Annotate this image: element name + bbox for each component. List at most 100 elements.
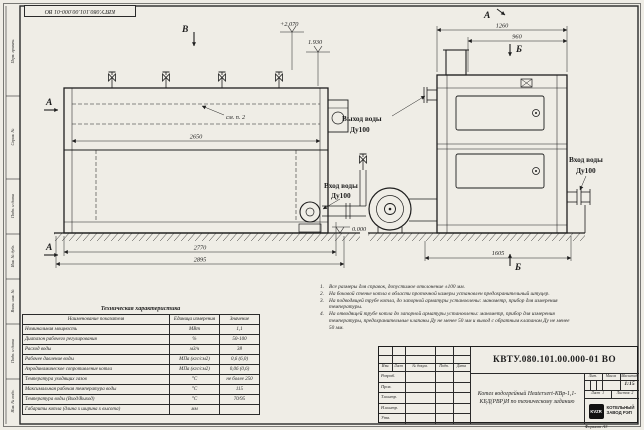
dims-left-view (44, 25, 350, 268)
view-mark-a: А (483, 11, 490, 21)
safety-valve-icon (275, 71, 283, 89)
water-inlet-dn-right: Ду100 (576, 166, 596, 175)
margin-stamps: Перв. примен. Справ. № Подп. и дата Инв.… (10, 39, 15, 414)
tech-row: Диапазон рабочего регулирования%50-100 (22, 334, 260, 345)
tech-cell: м3/ч (169, 344, 220, 355)
stamp-vzam-inv: Взам. инв. № (10, 289, 15, 312)
tb-doc-number: КВТУ.080.101.00.000-01 ВО (493, 355, 616, 365)
ground-left (54, 232, 360, 241)
tech-cell: Диапазон рабочего регулирования (22, 334, 170, 345)
pump-icon (299, 201, 321, 223)
tech-header-value: Значение (219, 314, 260, 325)
tech-cell: 0,06 (0,6) (219, 364, 260, 375)
stamp-inv-dubl: Инв. № дубл. (10, 245, 15, 269)
top-doc-number-text: КВТУ.080.101.00.000-01 ВО (44, 8, 116, 14)
water-inlet-label-left: Вход воды (324, 181, 358, 190)
tech-cell: °С (169, 374, 220, 385)
note-number: 4. (320, 311, 324, 318)
section-mark-v: В (181, 25, 188, 35)
safety-valve-icon (108, 71, 116, 89)
water-inlet-dn-left: Ду100 (331, 191, 351, 200)
tb-col-izm: Изм. (381, 364, 390, 369)
note-item: 3.На подводящей трубе котла, до запорной… (320, 298, 572, 312)
tech-cell: 115 (219, 384, 260, 395)
note-text: На подводящей трубе котла, до запорной а… (329, 297, 558, 311)
tech-cell: °С (169, 394, 220, 405)
tb-row-tkontr: Т.контр. (381, 394, 397, 400)
tech-cell: Температура воды (Вход/Выход) (22, 394, 170, 405)
tech-cell: 1,1 (219, 324, 260, 335)
tech-cell: 50-100 (219, 334, 260, 345)
tb-sheets-label: Листов (616, 391, 630, 396)
water-inlet-label-right: Вход воды (569, 155, 603, 164)
tb-col-podp: Подп. (439, 364, 449, 369)
tech-cell: Габариты котла (длина х ширина х высота) (22, 404, 170, 415)
tb-sheets: Листов 2 (611, 390, 639, 398)
tb-row-utv: Утв. (381, 415, 391, 421)
see-note-ref: см. п. 2 (226, 114, 245, 121)
tech-cell: 38 (219, 344, 260, 355)
stamp-podp-data-1: Подп. и дата (10, 194, 15, 219)
note-number: 1. (320, 284, 324, 290)
tb-company-name: КОТЕЛЬНЫЙ ЗАВОД РЭП (606, 405, 635, 416)
stamp-sprav: Справ. № (10, 128, 15, 145)
tech-header-row: Наименование показателя Единица измерени… (22, 314, 260, 325)
dim-960: 960 (512, 34, 522, 41)
tech-cell: 70/95 (219, 394, 260, 405)
tech-header-name: Наименование показателя (22, 314, 170, 325)
tech-cell: Рабочее давление воды (22, 354, 170, 365)
top-corner-doc-number: КВТУ.080.101.00.000-01 ВО (24, 5, 136, 17)
notes-list: 1.Все размеры для справок, допустимое от… (320, 284, 572, 331)
tb-lit-label: Лит. (588, 373, 598, 378)
tb-row-nkontr: Н.контр. (381, 404, 398, 410)
tb-scale-label: Масштаб (621, 373, 638, 378)
note-item: 1.Все размеры для справок, допустимое от… (320, 284, 572, 291)
format-note: Формат А3 (584, 423, 608, 429)
stamp-perv-primen: Перв. примен. (10, 39, 15, 65)
tech-row: Габариты котла (длина х ширина х высота)… (22, 404, 260, 415)
tech-cell: Температура уходящих газов (22, 374, 170, 385)
title-block: Изм. Лист № докум. Подп. Дата Разраб. Пр… (378, 346, 639, 424)
boiler-side-view (63, 71, 367, 234)
tb-col-list: Лист (393, 364, 404, 369)
tb-mass-label: Масса (605, 373, 617, 378)
elevation-zero: 0.000 (352, 226, 367, 233)
tb-scale-value: 1:15 (624, 381, 635, 388)
tb-sheet-label: Лист (590, 391, 601, 396)
tech-header-unit: Единица измерения (169, 314, 220, 325)
tb-company-line1: КОТЕЛЬНЫЙ (606, 405, 635, 411)
tech-cell: Расход воды (22, 344, 170, 355)
tb-sheet: Лист 1 (584, 390, 611, 398)
tech-cell: МПа (кгс/см2) (169, 354, 220, 365)
water-outlet-label: Выход воды (342, 114, 382, 123)
stamp-inv-podl: Инв. № подл. (10, 389, 15, 413)
note-item: 4.На отводящей трубе котла до запорной а… (320, 311, 572, 331)
tech-cell: МПа (кгс/см2) (169, 364, 220, 375)
note-text: На боковой стенке котла в области проточ… (329, 290, 550, 297)
tb-sheets-value: 2 (631, 391, 634, 396)
dim-2650: 2650 (190, 134, 203, 141)
tb-sheet-value: 1 (602, 391, 605, 396)
tech-cell: Максимальная рабочая температура воды (22, 384, 170, 395)
elevation-top: +2.070 (280, 21, 299, 28)
tech-cell: МВт (169, 324, 220, 335)
note-number: 2. (320, 290, 324, 297)
dim-2770: 2770 (194, 245, 207, 252)
dim-1605: 1605 (492, 250, 505, 257)
section-mark-a-bottom: А (45, 243, 52, 253)
tb-product-name: Котел водогрейный Heaterxert-КВр-1,1-КБД… (477, 391, 577, 405)
sheet-frame (3, 3, 641, 427)
tb-col-dokum: № докум. (412, 364, 428, 369)
dim-1260: 1260 (496, 23, 509, 30)
tech-cell (219, 404, 260, 415)
tech-cell: мм (169, 404, 220, 415)
safety-valve-icon (218, 71, 226, 89)
tech-cell: % (169, 334, 220, 345)
tb-company: KVZR КОТЕЛЬНЫЙ ЗАВОД РЭП (584, 398, 639, 424)
tech-cell: 0,6 (6,0) (219, 354, 260, 365)
